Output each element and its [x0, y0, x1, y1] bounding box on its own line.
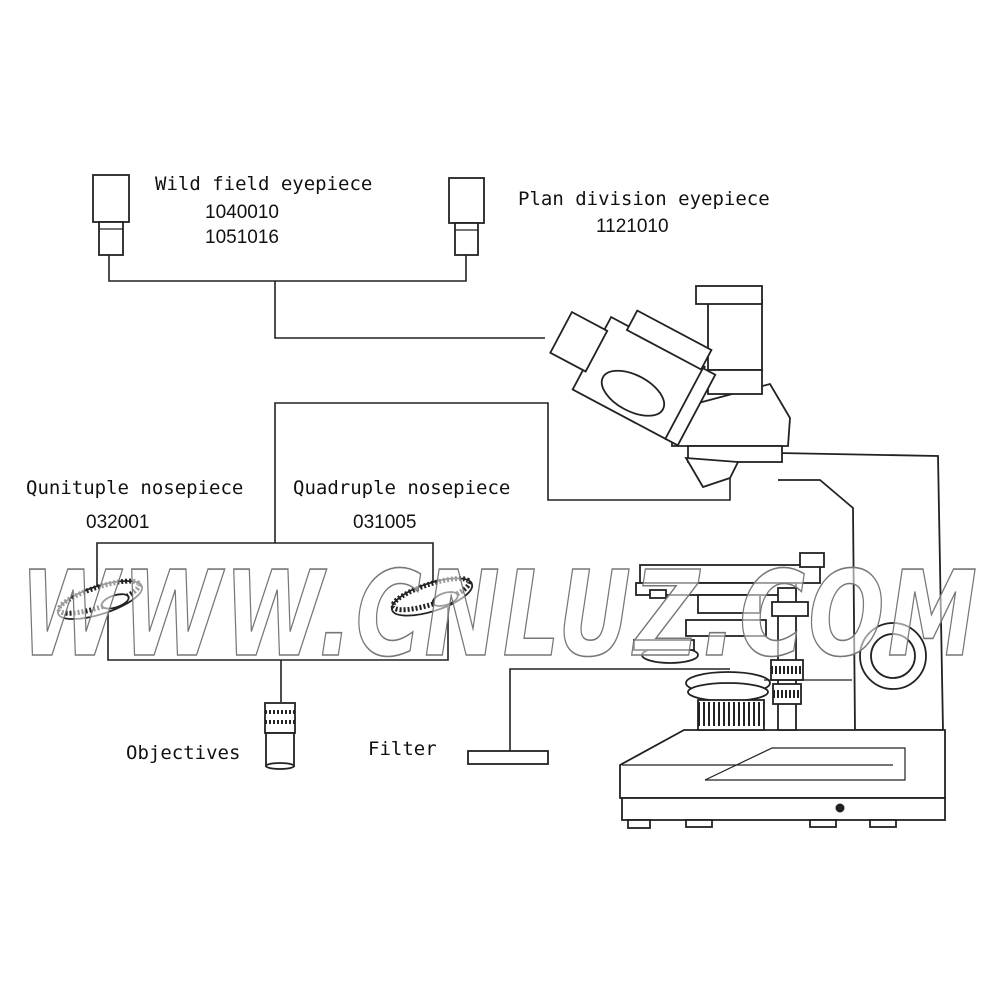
- plan-division-eyepiece-icon: [448, 177, 485, 256]
- quadruple-nosepiece-code: 031005: [353, 512, 416, 533]
- wild-field-eyepiece-title: Wild field eyepiece: [155, 173, 372, 195]
- filter-label: Filter: [368, 738, 437, 760]
- plan-division-eyepiece-code: 1121010: [596, 216, 669, 237]
- wild-field-eyepiece-icon: [92, 174, 130, 256]
- objectives-label: Objectives: [126, 742, 240, 764]
- quintuple-nosepiece-icon: [56, 578, 143, 620]
- watermark: WWW.CNLUZ.COM: [20, 545, 980, 683]
- quintuple-nosepiece-title: Qunituple nosepiece: [26, 477, 243, 499]
- eyepiece-leader-line: [108, 255, 545, 339]
- microscope-icon: [549, 285, 946, 829]
- quadruple-nosepiece-icon: [390, 576, 474, 617]
- quadruple-nosepiece-title: Quadruple nosepiece: [293, 477, 510, 499]
- quintuple-nosepiece-code: 032001: [86, 512, 149, 533]
- plan-division-eyepiece-title: Plan division eyepiece: [518, 188, 770, 210]
- wild-field-eyepiece-code-2: 1051016: [205, 227, 279, 248]
- nosepiece-leader-line: [96, 402, 731, 702]
- objective-icon: [264, 702, 296, 770]
- filter-icon: [467, 668, 730, 765]
- wild-field-eyepiece-code-1: 1040010: [205, 202, 279, 223]
